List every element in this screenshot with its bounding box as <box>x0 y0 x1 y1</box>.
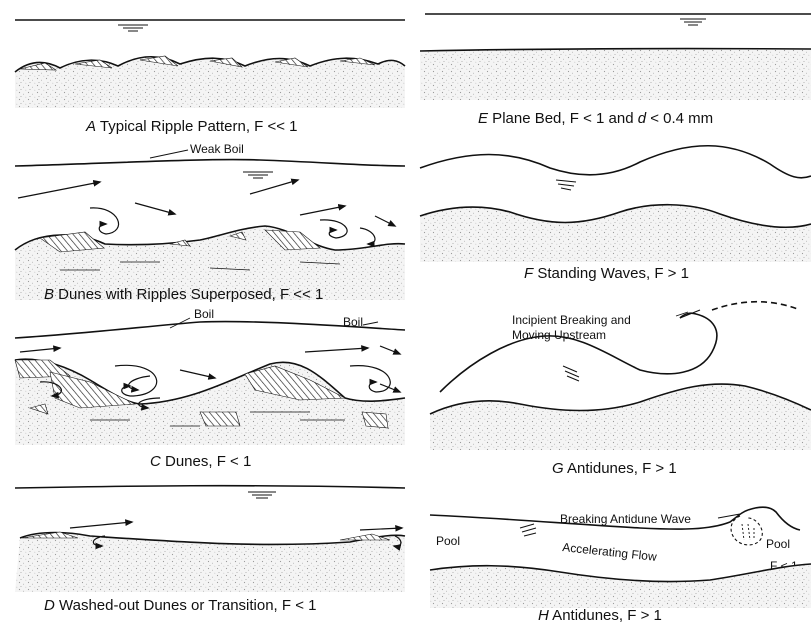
caption-e: E Plane Bed, F < 1 and d < 0.4 mm <box>478 110 713 127</box>
pool-label-left: Pool <box>436 534 460 548</box>
caption-f: F Standing Waves, F > 1 <box>524 265 689 282</box>
water-level-symbol <box>248 492 276 498</box>
caption-c: C Dunes, F < 1 <box>150 453 251 470</box>
caption-b: B Dunes with Ripples Superposed, F << 1 <box>44 286 323 303</box>
water-level-symbol <box>118 25 148 31</box>
accelerating-flow-label: Accelerating Flow <box>562 540 658 564</box>
panel-a: A Typical Ripple Pattern, F << 1 <box>15 20 405 135</box>
water-surface <box>15 486 405 488</box>
panel-h: Breaking Antidune Wave Pool Pool F < 1 A… <box>430 507 811 624</box>
water-surface <box>420 146 811 178</box>
water-surface-right <box>748 507 800 530</box>
sand-bed <box>430 384 811 450</box>
panel-g: Incipient Breaking and Moving Upstream G… <box>430 302 811 477</box>
water-level-symbol <box>563 366 579 381</box>
sand-bed <box>15 57 405 108</box>
panel-f: F Standing Waves, F > 1 <box>420 146 811 282</box>
boil-leader <box>363 322 378 325</box>
caption-h: H Antidunes, F > 1 <box>538 607 662 624</box>
panel-c: Boil Boil C Dunes, F <box>15 307 405 470</box>
panel-d: D Washed-out Dunes or Transition, F < 1 <box>15 486 405 614</box>
incipient-label-line1: Incipient Breaking and <box>512 313 631 327</box>
water-level-symbol <box>243 172 273 178</box>
boil-label-1: Boil <box>194 307 214 321</box>
breaking-wave-dashed <box>731 516 762 545</box>
caption-g: G Antidunes, F > 1 <box>552 460 677 477</box>
sand-bed <box>15 533 405 593</box>
sand-bed <box>430 564 811 608</box>
water-surface <box>15 160 405 166</box>
caption-a: A Typical Ripple Pattern, F << 1 <box>85 118 298 135</box>
caption-d: D Washed-out Dunes or Transition, F < 1 <box>44 597 317 614</box>
panel-b: Weak Boil B Dunes with Ripples Superpose… <box>15 142 405 303</box>
breaking-antidune-wave-label: Breaking Antidune Wave <box>560 512 691 526</box>
breaking-crest-dashed <box>712 302 800 310</box>
pool-label-right: Pool <box>766 537 790 551</box>
water-level-symbol <box>520 524 536 536</box>
panel-e: E Plane Bed, F < 1 and d < 0.4 mm <box>420 14 811 127</box>
water-level-symbol <box>556 180 576 190</box>
boil-leader <box>150 150 188 158</box>
breaking-wave-dashes <box>742 524 754 540</box>
water-level-symbol <box>680 19 706 25</box>
boil-label-2: Boil <box>343 315 363 329</box>
incipient-label-line2: Moving Upstream <box>512 328 606 342</box>
weak-boil-label: Weak Boil <box>190 142 244 156</box>
sand-bed <box>420 49 811 100</box>
